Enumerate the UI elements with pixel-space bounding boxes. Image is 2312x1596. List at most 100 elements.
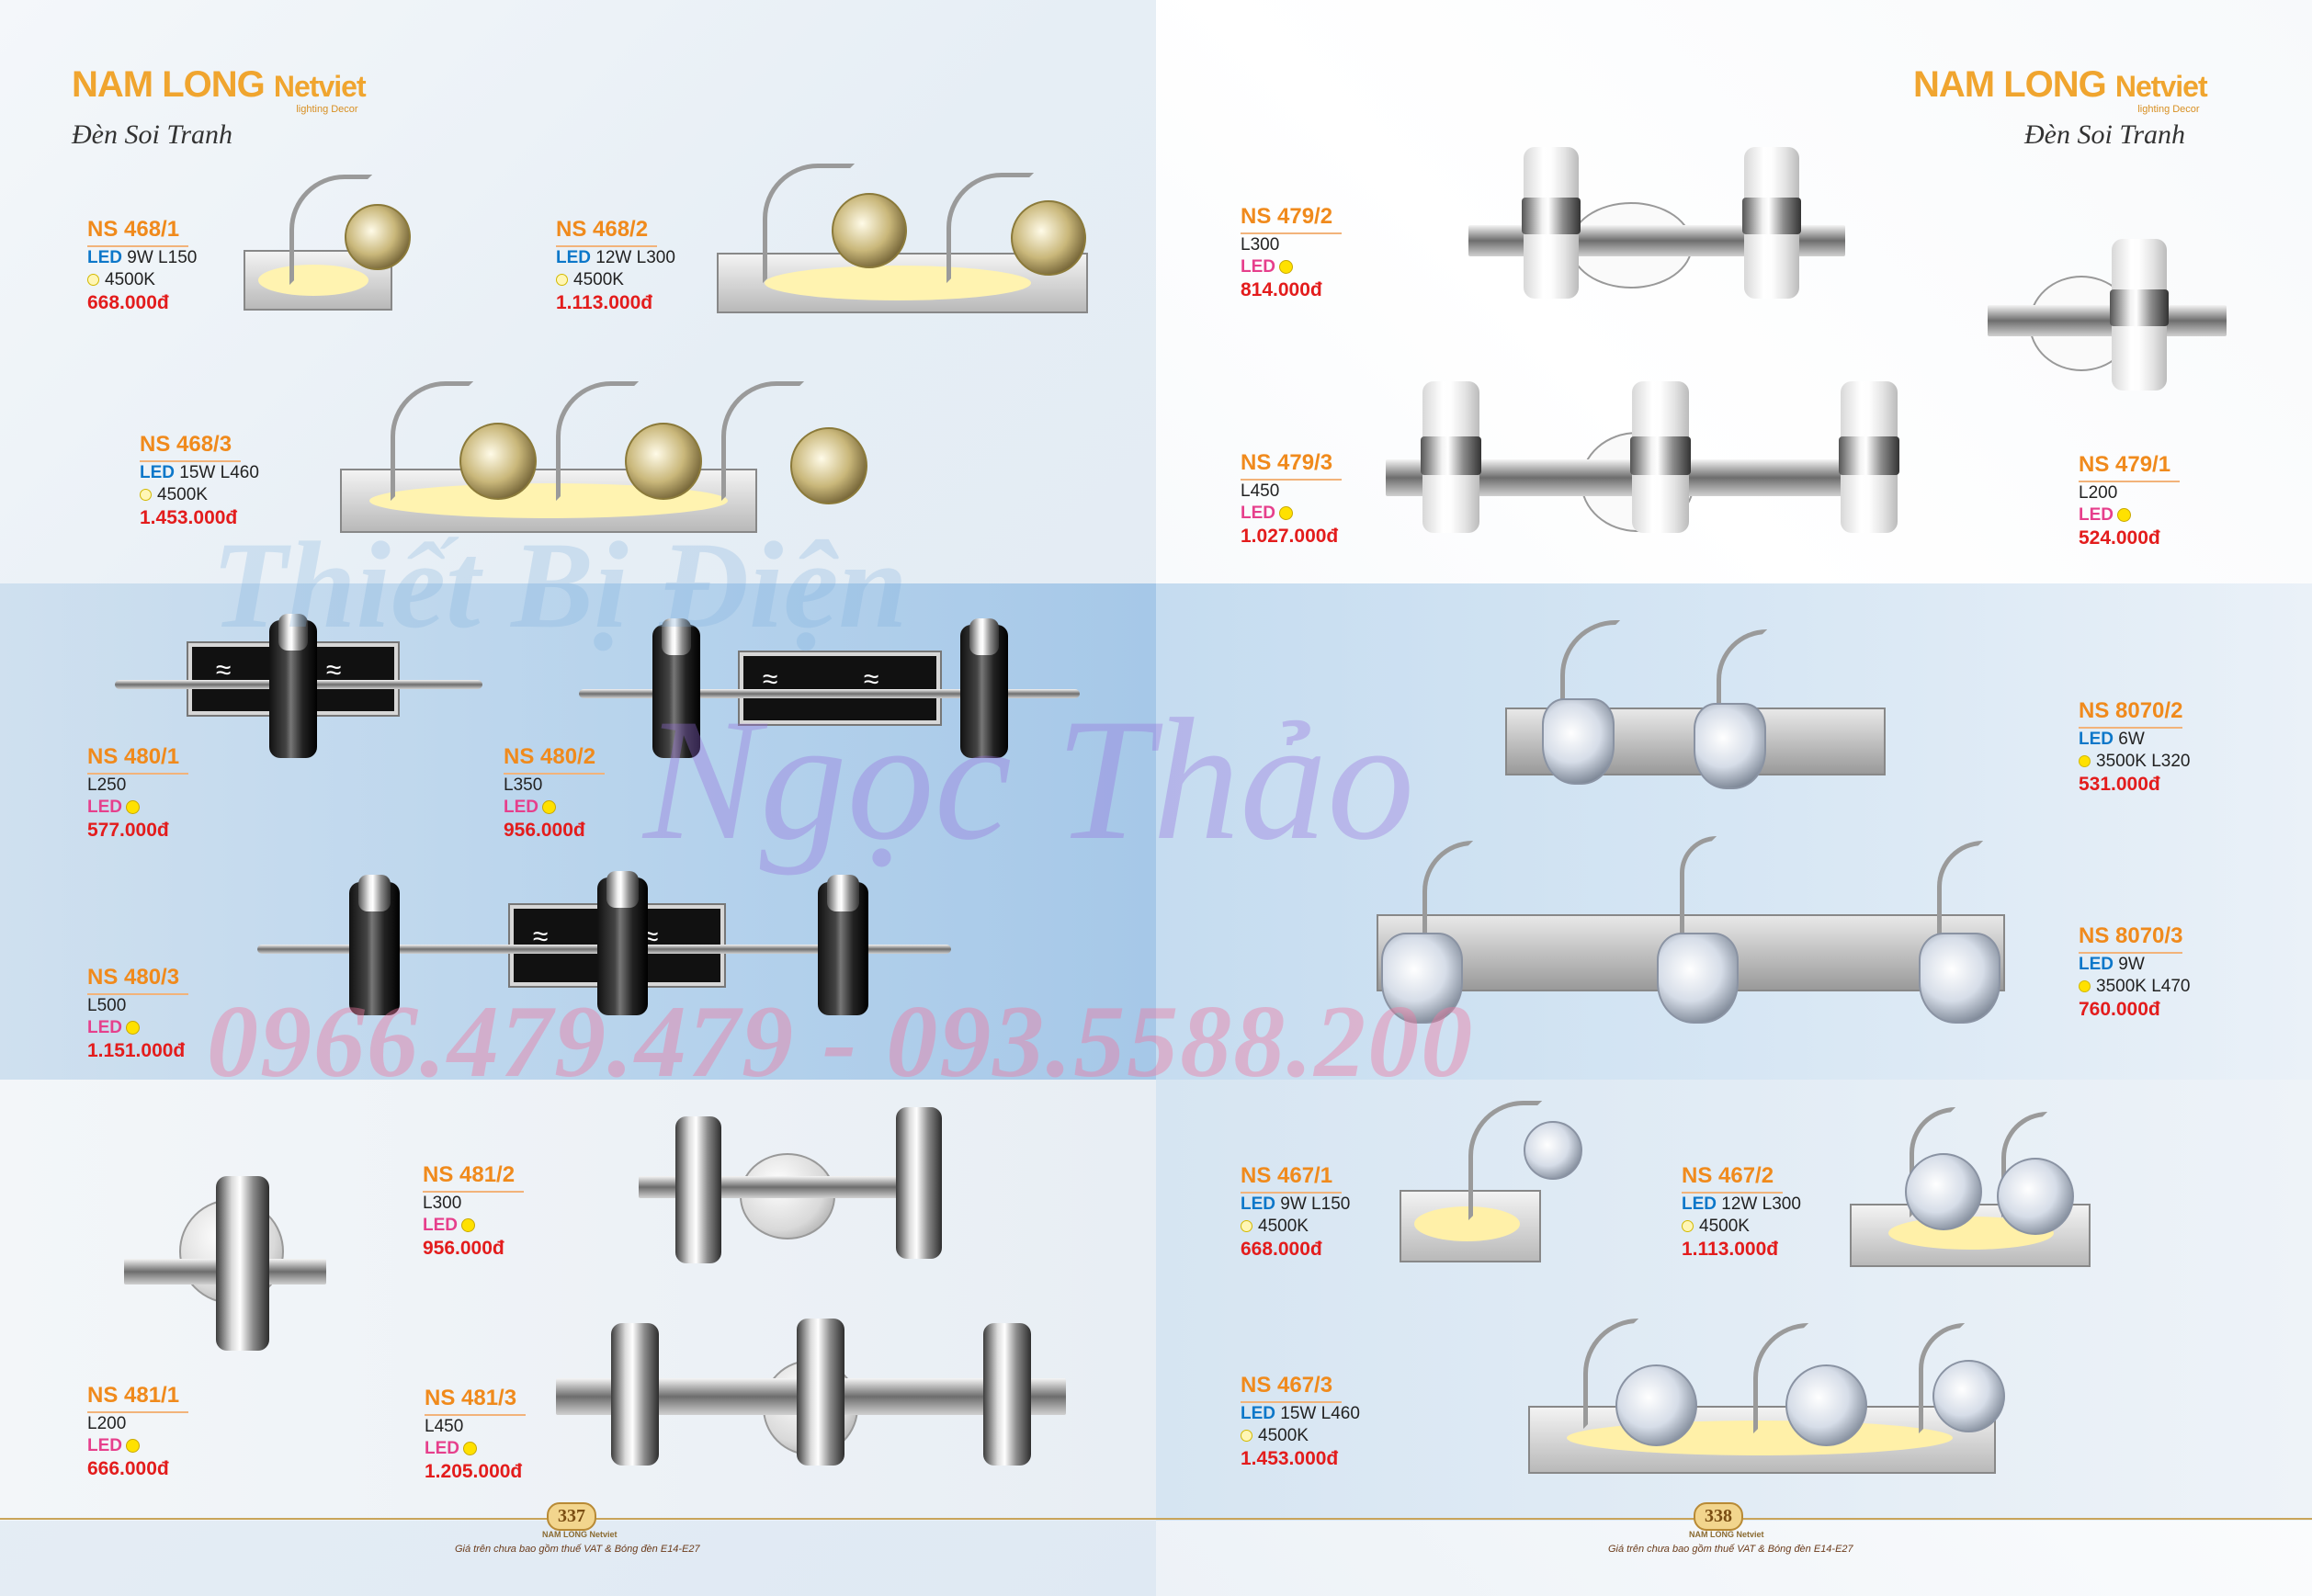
product-code: NS 8070/3 [2079, 923, 2183, 954]
light-color-icon [1682, 1220, 1694, 1233]
product-code: NS 8070/2 [2079, 698, 2183, 729]
product-ns467-2: NS 467/2 LED 12W L300 4500K 1.113.000đ [1682, 1163, 1801, 1262]
watermark-name: Ngọc Thảo [643, 684, 1415, 877]
light-color-icon [463, 1442, 477, 1456]
product-temp: 4500K [556, 269, 675, 291]
product-size: L450 [1241, 481, 1280, 501]
led-label: LED [2079, 730, 2114, 749]
product-temp: 4500K [1241, 1216, 1350, 1238]
lamp-ns480-1-image: ≈ ≈ [115, 606, 482, 763]
lamp-ns481-1-image [124, 1172, 331, 1355]
product-ns481-2: NS 481/2 L300 LED 956.000đ [423, 1162, 524, 1261]
led-label: LED [1682, 1194, 1717, 1214]
product-ns468-1: NS 468/1 LED 9W L150 4500K 668.000đ [87, 217, 197, 315]
product-ns479-1: NS 479/1 L200 LED 524.000đ [2079, 452, 2180, 550]
product-price: 1.205.000đ [425, 1461, 523, 1482]
product-price: 668.000đ [1241, 1239, 1322, 1260]
product-code: NS 480/3 [87, 965, 188, 995]
brand-logo: NAM LONG Netviet lighting Decor [72, 64, 367, 115]
footer-rule [0, 1518, 2312, 1520]
product-price: 666.000đ [87, 1458, 169, 1479]
temp-value: 4500K [1699, 1217, 1750, 1236]
led-label: LED [87, 1018, 122, 1037]
product-temp: 3500K L320 [2079, 751, 2191, 773]
lower-band [0, 1080, 1156, 1521]
product-price: 1.113.000đ [556, 292, 653, 313]
lamp-ns479-3-image [1386, 377, 1900, 538]
light-color-icon [87, 274, 99, 287]
brand-name: NAM LONG [72, 64, 266, 105]
product-ns481-3: NS 481/3 L450 LED 1.205.000đ [425, 1386, 526, 1484]
product-ns468-2: NS 468/2 LED 12W L300 4500K 1.113.000đ [556, 217, 675, 315]
lamp-ns468-2-image [717, 156, 1103, 322]
light-color-icon [126, 1439, 140, 1454]
spec-value: 12W L300 [595, 248, 675, 267]
product-ns8070-3: NS 8070/3 LED 9W 3500K L470 760.000đ [2079, 923, 2191, 1022]
led-label: LED [140, 463, 175, 482]
light-color-icon [2117, 508, 2131, 523]
product-price: 956.000đ [423, 1238, 504, 1259]
product-price: 1.113.000đ [1682, 1239, 1779, 1260]
light-color-icon [1279, 506, 1293, 521]
product-temp: 4500K [140, 484, 259, 506]
catalog-subtitle: Đèn Soi Tranh [72, 119, 233, 150]
spec-value: 15W L460 [179, 463, 259, 482]
product-code: NS 479/3 [1241, 450, 1342, 481]
lamp-ns467-2-image [1850, 1103, 2098, 1268]
led-label: LED [556, 248, 591, 267]
product-ns479-3: NS 479/3 L450 LED 1.027.000đ [1241, 450, 1342, 549]
product-ns479-2: NS 479/2 L300 LED 814.000đ [1241, 204, 1342, 302]
product-size: L450 [425, 1417, 464, 1436]
temp-value: 3500K L320 [2096, 752, 2191, 771]
product-led: LED [423, 1215, 524, 1237]
catalog-page-right: NAM LONG Netviet lighting Decor Đèn Soi … [1156, 0, 2312, 1596]
page-number-left: 337 [547, 1502, 596, 1531]
footer-note-left: Giá trên chưa bao gồm thuế VAT & Bóng đè… [455, 1544, 700, 1555]
product-size: L250 [87, 775, 127, 795]
product-code: NS 467/2 [1682, 1163, 1783, 1194]
product-code: NS 481/1 [87, 1383, 188, 1413]
temp-value: 4500K [1258, 1217, 1309, 1236]
brand-tag: lighting Decor [2137, 104, 2200, 115]
light-color-icon [1279, 260, 1293, 275]
product-price: 1.151.000đ [87, 1040, 186, 1061]
led-label: LED [504, 798, 538, 817]
lamp-ns479-2-image [1468, 142, 1854, 308]
light-color-icon [542, 800, 556, 815]
lamp-ns468-1-image [244, 165, 436, 317]
product-spec: LED 6W [2079, 729, 2191, 751]
led-label: LED [87, 248, 122, 267]
light-color-icon [461, 1218, 475, 1233]
lamp-ns479-1-image [1988, 239, 2231, 395]
product-ns481-1: NS 481/1 L200 LED 666.000đ [87, 1383, 188, 1481]
watermark-phone: 0966.479.479 - 093.5588.200 [207, 985, 1475, 1099]
light-color-icon [126, 800, 140, 815]
catalog-page-left: NAM LONG Netviet lighting Decor Đèn Soi … [0, 0, 1156, 1596]
temp-value: 4500K [105, 270, 155, 289]
watermark-store: Thiết Bị Điện [211, 517, 908, 654]
product-spec: LED 15W L460 [1241, 1403, 1360, 1425]
led-label: LED [425, 1439, 459, 1458]
product-code: NS 468/3 [140, 432, 241, 462]
product-price: 760.000đ [2079, 999, 2160, 1020]
spec-value: 9W L150 [1280, 1194, 1351, 1214]
led-label: LED [1241, 1194, 1275, 1214]
product-ns480-1: NS 480/1 L250 LED 577.000đ [87, 744, 188, 843]
temp-value: 4500K [573, 270, 624, 289]
spec-value: 6W [2118, 730, 2145, 749]
brand-tag: lighting Decor [296, 104, 358, 115]
lamp-ns481-2-image [639, 1103, 951, 1268]
spec-value: 12W L300 [1721, 1194, 1801, 1214]
brand-sub: Netviet [273, 70, 367, 103]
led-label: LED [2079, 955, 2114, 974]
temp-value: 3500K L470 [2096, 977, 2191, 996]
product-price: 1.453.000đ [1241, 1448, 1339, 1469]
lamp-ns8070-2-image [1505, 616, 1891, 799]
product-led: LED [87, 797, 188, 819]
product-ns467-1: NS 467/1 LED 9W L150 4500K 668.000đ [1241, 1163, 1350, 1262]
light-color-icon [140, 489, 152, 502]
led-label: LED [1241, 1404, 1275, 1423]
product-price: 956.000đ [504, 820, 585, 841]
product-price: 814.000đ [1241, 279, 1322, 300]
product-ns468-3: NS 468/3 LED 15W L460 4500K 1.453.000đ [140, 432, 259, 530]
